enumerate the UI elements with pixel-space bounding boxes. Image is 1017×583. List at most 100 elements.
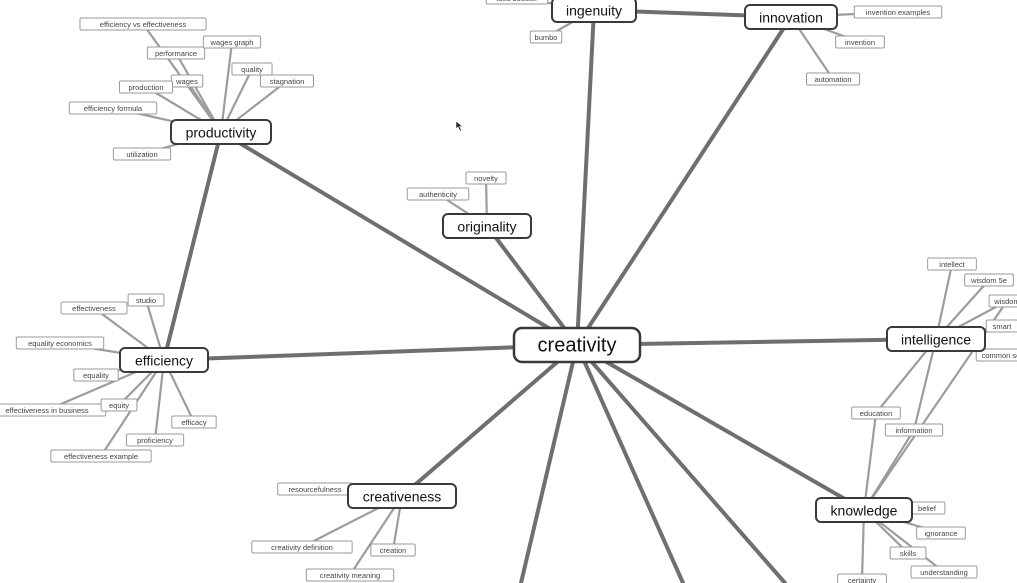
node-intelligence[interactable]: intelligence [886,326,986,352]
leaf-creativeness-1[interactable]: creation [370,543,416,557]
leaf-efficiency-7-label: proficiency [137,436,173,445]
node-intelligence-label: intelligence [901,332,971,348]
leaf-efficiency-5[interactable]: equity [100,398,138,412]
node-productivity-box [170,119,272,145]
leaf-knowledge-2[interactable]: skills [889,546,927,560]
node-productivity-label: productivity [186,125,257,141]
leaf-productivity-6-label: production [128,83,163,92]
leaf-creativeness-3-label: creativity meaning [320,571,380,580]
leaf-innovation-1-label: invention [845,38,875,47]
node-originality-label: originality [457,219,516,235]
node-ingenuity[interactable]: ingenuity [551,0,637,23]
leaf-intelligence-1[interactable]: wisdom 5e [964,273,1014,287]
node-productivity[interactable]: productivity [170,119,272,145]
leaf-knowledge-3[interactable]: understanding [910,565,978,579]
leaf-productivity-4[interactable]: stagnation [260,74,314,88]
leaf-knowledge-4[interactable]: certainty [837,573,887,583]
leaf-efficiency-3[interactable]: equality [73,368,119,382]
node-efficiency-label: efficiency [135,353,193,369]
leaf-efficiency-7[interactable]: proficiency [125,433,185,447]
leaf-knowledge-1-label: ignorance [925,529,958,538]
leaf-originality-0[interactable]: novelty [465,171,507,185]
leaf-innovation-0-label: invention examples [866,8,930,17]
leaf-efficiency-0[interactable]: studio [127,293,165,307]
leaf-efficiency-5-box [100,398,138,412]
leaf-efficiency-2[interactable]: equality economics [15,336,105,350]
leaf-creativeness-2-label: creativity definition [271,543,333,552]
leaf-intelligence-2-box [988,294,1017,308]
leaf-productivity-3-box [231,62,273,76]
leaf-knowledge-0-label: belief [918,504,937,513]
node-creativeness-box [347,483,457,509]
leaf-efficiency-6[interactable]: efficacy [171,415,217,429]
node-knowledge-box [815,497,913,523]
node-creativeness-label: creativeness [363,489,442,505]
leaf-efficiency-8-box [50,449,152,463]
edge-creativity-offscreen-3 [575,343,787,583]
leaf-productivity-7[interactable]: efficiency formula [68,101,158,115]
leaf-knowledge-2-label: skills [900,549,916,558]
leaf-productivity-8[interactable]: utilization [112,147,172,161]
node-innovation[interactable]: innovation [744,4,838,30]
leaf-productivity-0[interactable]: efficiency vs effectiveness [79,17,207,31]
leaf-knowledge-2-box [889,546,927,560]
leaf-creativeness-3[interactable]: creativity meaning [305,568,395,582]
node-innovation-box [744,4,838,30]
node-originality[interactable]: originality [442,213,532,239]
leaf-productivity-1-box [146,46,206,60]
leaf-innovation-0[interactable]: invention examples [853,5,943,19]
node-efficiency-box [119,347,209,373]
edge-creativity-innovation [575,15,793,347]
leaf-creativeness-2[interactable]: creativity definition [251,540,353,554]
leaf-productivity-6[interactable]: production [119,80,173,94]
leaf-creativeness-0[interactable]: resourcefulness [277,482,353,496]
leaf-productivity-4-box [260,74,314,88]
nodes-layer: creativity ingenuity innovation productivit… [119,0,986,523]
edge-creativity-creativeness [400,343,579,498]
leaf-edge-intelligence-6 [912,337,938,432]
leaf-knowledge-0[interactable]: belief [908,501,946,515]
node-efficiency[interactable]: efficiency [119,347,209,373]
leaf-productivity-5[interactable]: wages [170,74,204,88]
leaf-efficiency-6-box [171,415,217,429]
leaf-intelligence-4-label: common sense [982,351,1017,360]
leaf-intelligence-6[interactable]: information [884,423,944,437]
leaf-productivity-2[interactable]: wages graph [202,35,262,49]
leaf-efficiency-1[interactable]: effectiveness [60,301,128,315]
leaf-intelligence-2[interactable]: wisdom [988,294,1017,308]
leaf-knowledge-1[interactable]: ignorance [916,526,966,540]
leaf-knowledge-4-box [837,573,887,583]
leaf-efficiency-7-box [125,433,185,447]
leaf-intelligence-4[interactable]: common sense [975,348,1017,362]
leaf-productivity-7-box [68,101,158,115]
leaf-intelligence-3[interactable]: smart [985,319,1017,333]
leaf-intelligence-3-label: smart [993,322,1013,331]
leaf-innovation-1[interactable]: invention [835,35,885,49]
leaf-efficiency-4-label: effectiveness in business [5,406,88,415]
leaf-efficiency-0-label: studio [136,296,156,305]
leaf-efficiency-4[interactable]: effectiveness in business [0,403,107,417]
leaf-productivity-5-label: wages [175,77,198,86]
leaf-productivity-8-label: utilization [126,150,157,159]
node-ingenuity-box [551,0,637,23]
leaf-efficiency-8[interactable]: effectiveness example [50,449,152,463]
leaf-productivity-2-label: wages graph [210,38,254,47]
node-creativity[interactable]: creativity [512,326,642,364]
leaf-knowledge-3-box [910,565,978,579]
leaf-originality-1-box [406,187,470,201]
leaf-innovation-2[interactable]: automation [806,72,860,86]
leaf-productivity-3[interactable]: quality [231,62,273,76]
leaf-intelligence-5-label: education [860,409,893,418]
leaf-originality-0-box [465,171,507,185]
leaf-originality-1[interactable]: authenticity [406,187,470,201]
leaf-productivity-1[interactable]: performance [146,46,206,60]
leaf-intelligence-5[interactable]: education [851,406,901,420]
node-creativeness[interactable]: creativeness [347,483,457,509]
node-intelligence-box [886,326,986,352]
leaf-ingenuity-1[interactable]: bumbo [529,30,563,44]
leaf-ingenuity-0[interactable]: idea booster [485,0,549,5]
node-knowledge[interactable]: knowledge [815,497,913,523]
leaf-intelligence-0[interactable]: intellect [927,257,977,271]
leaf-originality-1-label: authenticity [419,190,457,199]
